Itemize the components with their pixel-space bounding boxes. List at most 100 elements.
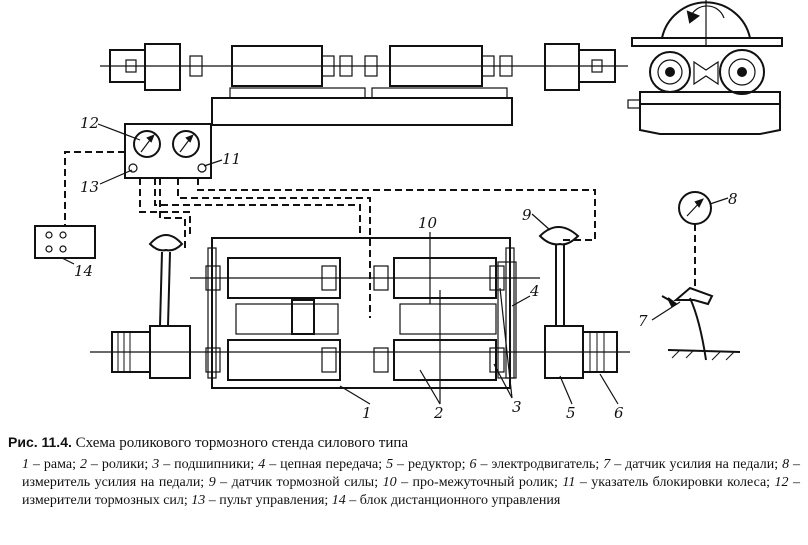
callout-10: 10 (418, 214, 438, 232)
end-roller-left-inner (657, 59, 683, 85)
callout-11: 11 (222, 150, 241, 168)
frame-upper-step (229, 87, 366, 99)
figure-caption: Рис. 11.4. Схема роликового тормозного с… (8, 433, 800, 510)
mid-bearing-b (364, 55, 378, 77)
left-gearbox-side (144, 43, 181, 91)
legend-num-7: 7 (603, 457, 611, 472)
pedal-force-arrow-head (667, 297, 678, 308)
signal-wiring (64, 151, 596, 318)
leader-11 (203, 159, 223, 167)
legend-text-10: – про-межуточный ролик; (396, 475, 563, 490)
caption-legend: 1 – рама; 2 – ролики; 3 – подшипники; 4 … (8, 456, 800, 510)
end-view-platform (631, 37, 783, 47)
right-motor (582, 331, 618, 373)
frame-left-rail (207, 247, 217, 379)
callout-7: 7 (638, 312, 648, 330)
bearing-8 (489, 347, 505, 373)
right-motor-box (591, 59, 603, 73)
pedal-lever (689, 297, 707, 361)
gauge-right-needle-tip (185, 134, 194, 143)
rotation-arrow-head (686, 10, 701, 24)
figure-number: Рис. 11.4. (8, 434, 72, 450)
legend-text-3: – подшипники; (159, 457, 259, 472)
legend-text-5: – редуктор; (393, 457, 470, 472)
legend-text-7: – датчик усилия на педали; (610, 457, 783, 472)
leader-14 (61, 257, 75, 265)
side-elevation-view (100, 43, 628, 126)
end-view-foot (627, 99, 641, 109)
chain-drive (497, 261, 517, 379)
bearing-7 (373, 347, 389, 373)
remote-button-3 (45, 245, 53, 253)
legend-num-5: 5 (386, 457, 394, 472)
remote-button-4 (59, 245, 67, 253)
end-view-frame-body (639, 104, 781, 135)
legend-num-12: 12 (774, 475, 789, 490)
caption-title-line: Рис. 11.4. Схема роликового тормозного с… (8, 433, 800, 453)
callout-14: 14 (74, 262, 93, 280)
intermediate-roller-end (693, 60, 719, 86)
end-roller-right (719, 49, 765, 95)
floor-hatch-1 (671, 349, 681, 359)
left-sensor-arm-b (167, 251, 171, 327)
leader-8 (709, 197, 729, 205)
legend-num-14: 14 (331, 493, 346, 508)
legend-text-6: – электродвигатель; (476, 457, 604, 472)
right-gearbox-side (544, 43, 580, 91)
wire-panel-mid-2 (177, 178, 371, 318)
left-bearing-a (189, 55, 203, 77)
callout-9: 9 (522, 206, 532, 224)
callout-6: 6 (614, 404, 624, 422)
legend-num-3: 3 (152, 457, 160, 472)
legend-text-13: – пульт управления; (205, 493, 332, 508)
left-motor-box (125, 59, 137, 73)
frame-upper-step-right (371, 87, 508, 99)
end-view-frame-top (639, 91, 781, 105)
callout-13: 13 (80, 178, 99, 196)
leader-7 (651, 301, 681, 321)
legend-num-8: 8 (782, 457, 790, 472)
floor-hatch-4 (725, 351, 735, 361)
legend-text-12: – измерители тормозных сил; (22, 475, 801, 508)
legend-text-1: – рама; (29, 457, 80, 472)
wheel-lock-indicator (197, 163, 207, 173)
wire-panel-to-right-sensor (197, 178, 596, 241)
intermediate-roller-right (399, 303, 497, 335)
mid-bearing-a (339, 55, 353, 77)
remote-control-block (34, 225, 96, 259)
legend-num-1: 1 (22, 457, 29, 472)
right-force-sensor-head (538, 226, 580, 246)
legend-num-2: 2 (79, 457, 87, 472)
legend-text-4: – цепная передача; (265, 457, 387, 472)
legend-text-9: – датчик тормозной силы; (215, 475, 383, 490)
callout-5: 5 (566, 404, 576, 422)
leader-9 (531, 213, 551, 231)
wire-panel-to-left-sensor (139, 178, 191, 235)
bearings (205, 265, 505, 373)
callout-3: 3 (512, 398, 522, 416)
intermediate-coupling (291, 299, 315, 335)
leader-13 (99, 169, 133, 185)
leader-lines (61, 123, 729, 405)
gauge-left-needle-tip (146, 134, 155, 143)
bearing-6 (321, 347, 337, 373)
pedal-gauge-needle-tip (694, 198, 704, 208)
frame-base-beam (211, 97, 513, 126)
leader-4 (511, 295, 531, 307)
left-gearbox (149, 325, 191, 379)
legend-text-14: – блок дистанционного управления (345, 493, 561, 508)
legend-num-11: 11 (562, 475, 576, 490)
legend-text-2: – ролики; (86, 457, 153, 472)
legend-text-8: – измеритель усилия на педали; (22, 457, 801, 490)
leader-5 (559, 375, 573, 405)
callout-4: 4 (529, 282, 540, 300)
panel-lamp-left (128, 163, 138, 173)
legend-num-9: 9 (208, 475, 216, 490)
remote-block-box (34, 225, 96, 259)
wire-panel-mid (154, 178, 361, 238)
left-sensor-arm-a (159, 251, 163, 327)
end-view (627, 0, 783, 135)
control-panel (124, 123, 212, 179)
right-motor-side (578, 49, 616, 83)
